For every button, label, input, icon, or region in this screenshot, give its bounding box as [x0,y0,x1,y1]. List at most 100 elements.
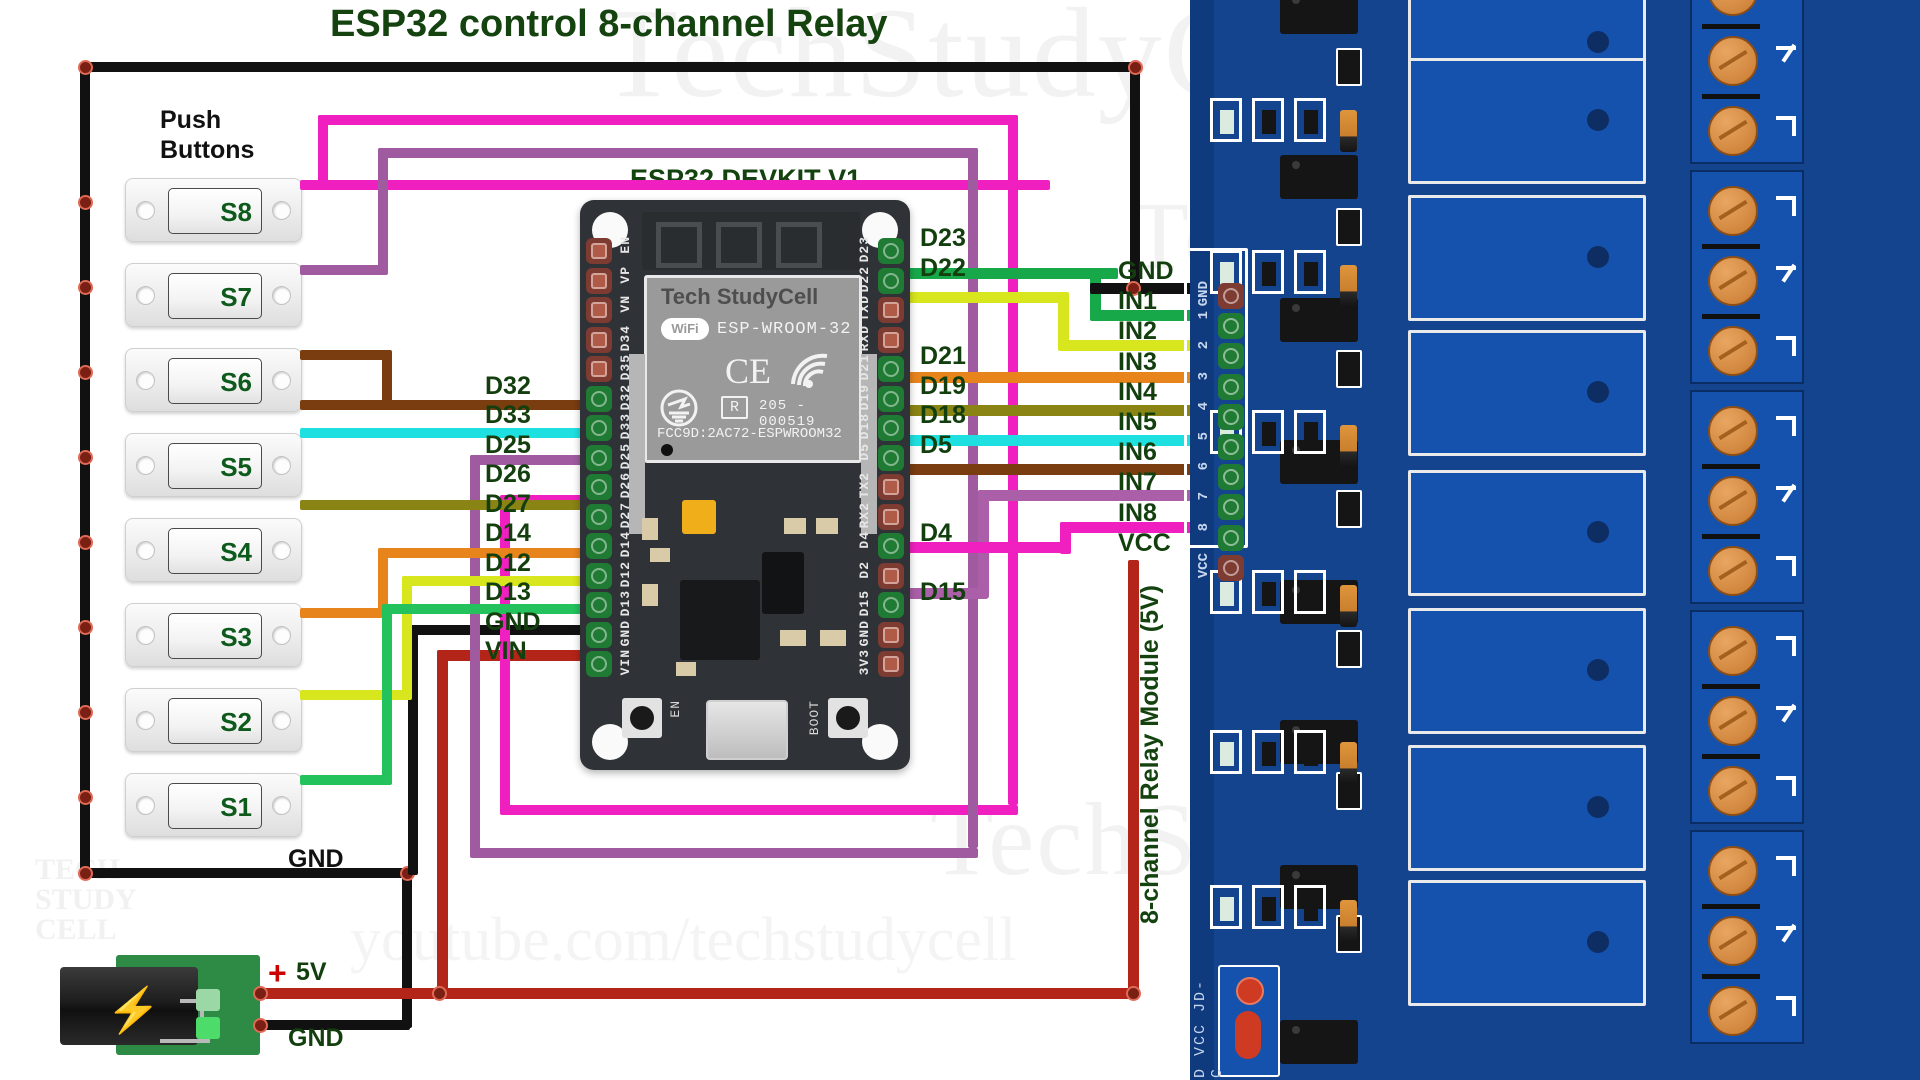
pin-hole [883,331,899,348]
esp32-devkit-board[interactable]: Tech StudyCell WiFi ESP-WROOM-32 CE R 20… [580,200,910,770]
jd-vcc-jumper-header[interactable] [1218,965,1280,1077]
terminal-screw[interactable] [1708,106,1758,156]
terminal-screw[interactable] [1708,916,1758,966]
terminal-screw[interactable] [1708,256,1758,306]
esp32-pin-vn[interactable] [586,297,612,323]
push-button-s4[interactable]: S4 [125,518,302,582]
push-button-s8[interactable]: S8 [125,178,302,242]
push-button-s3[interactable]: S3 [125,603,302,667]
screw-terminal-4[interactable] [1690,610,1804,824]
esp32-pin-d4[interactable] [878,533,904,559]
push-button-s5[interactable]: S5 [125,433,302,497]
rocker-s5[interactable]: S5 [168,443,262,489]
esp32-pin-3v3[interactable] [878,651,904,677]
esp32-pin-d35[interactable] [586,356,612,382]
pin-hole [591,449,607,466]
terminal-screw[interactable] [1708,0,1758,16]
esp32-pin-d2[interactable] [878,562,904,589]
terminal-screw[interactable] [1708,186,1758,236]
terminal-screw[interactable] [1708,766,1758,816]
esp32-pin-d15[interactable] [878,592,904,618]
relay-pin-in5[interactable] [1218,434,1244,460]
en-button[interactable] [622,698,662,738]
terminal-screw[interactable] [1708,476,1758,526]
esp32-pin-d12[interactable] [586,562,612,589]
push-button-s1[interactable]: S1 [125,773,302,837]
pin-callout-d27: D27 [485,489,531,518]
esp32-pin-d22[interactable] [878,267,904,294]
esp32-pin-tx2[interactable] [878,474,904,500]
terminal-screw[interactable] [1708,36,1758,86]
esp32-pin-en[interactable] [586,238,612,264]
rocker-s7[interactable]: S7 [168,273,262,319]
terminal-nc-marker-icon [1770,556,1796,582]
jumper-cap[interactable] [1235,1011,1261,1059]
relay-pin-in1[interactable] [1218,313,1244,340]
terminal-screw[interactable] [1708,546,1758,596]
esp32-pin-d5[interactable] [878,444,904,471]
esp32-pin-rx2[interactable] [878,503,904,530]
pin-hole [883,479,899,495]
esp32-pin-d26[interactable] [586,474,612,500]
esp32-pin-gnd[interactable] [878,621,904,648]
push-button-s7[interactable]: S7 [125,263,302,327]
screw-terminal-2[interactable] [1690,170,1804,384]
pin-hole [591,272,607,289]
esp32-pin-d33[interactable] [586,415,612,441]
psu-trace-3 [160,1039,210,1043]
esp32-pin-d19[interactable] [878,385,904,412]
esp32-pin-d25[interactable] [586,444,612,471]
esp32-pin-rxd[interactable] [878,326,904,353]
mount-hole-left [136,541,155,560]
screw-terminal-5[interactable] [1690,830,1804,1044]
relay-module-board[interactable]: GND VCC JD-VCC [1184,0,1920,1080]
rocker-s3[interactable]: S3 [168,613,262,659]
terminal-screw[interactable] [1708,626,1758,676]
esp32-pin-vp[interactable] [586,267,612,294]
esp32-pin-d27[interactable] [586,503,612,530]
wire-s8-d26-h3 [500,805,1018,815]
wire-d18-in5 [888,435,1220,446]
power-supply-adapter[interactable]: ⚡ [60,955,260,1055]
esp32-pin-vin[interactable] [586,651,612,677]
rocker-s8[interactable]: S8 [168,188,262,234]
relay-pin-in8[interactable] [1218,524,1244,551]
relay-pin-in3[interactable] [1218,373,1244,400]
rocker-s6[interactable]: S6 [168,358,262,404]
screw-terminal-3[interactable] [1690,390,1804,604]
esp32-pin-txd[interactable] [878,297,904,323]
jumper-pad[interactable] [1236,977,1264,1005]
rocker-s4[interactable]: S4 [168,528,262,574]
node-gnd-left-bottom [78,866,93,881]
terminal-screw[interactable] [1708,326,1758,376]
esp32-pin-d18[interactable] [878,415,904,441]
esp32-pin-gnd[interactable] [586,621,612,648]
rocker-s2[interactable]: S2 [168,698,262,744]
relay-pin-gnd[interactable] [1218,283,1244,309]
screw-terminal-1[interactable] [1690,0,1804,164]
esp32-pin-d32[interactable] [586,385,612,412]
terminal-screw[interactable] [1708,986,1758,1036]
rocker-s1[interactable]: S1 [168,783,262,829]
esp32-pin-d34[interactable] [586,326,612,353]
boot-button[interactable] [828,698,868,738]
mount-hole-left [136,201,155,220]
esp32-silk-d14: D14 [618,531,633,558]
relay-pin-in7[interactable] [1218,494,1244,521]
terminal-screw[interactable] [1708,406,1758,456]
wire-s4-d27-h1 [300,500,600,510]
relay-pin-in6[interactable] [1218,464,1244,491]
relay-pin-vcc[interactable] [1218,554,1244,581]
relay-pin-in2[interactable] [1218,343,1244,370]
push-button-s2[interactable]: S2 [125,688,302,752]
esp32-pin-d21[interactable] [878,356,904,382]
micro-usb-connector[interactable] [706,700,788,760]
esp32-pin-d13[interactable] [586,592,612,618]
esp32-silk-vin: VIN [618,649,633,676]
esp32-pin-d14[interactable] [586,533,612,559]
terminal-screw[interactable] [1708,696,1758,746]
push-button-s6[interactable]: S6 [125,348,302,412]
relay-pin-in4[interactable] [1218,403,1244,430]
terminal-screw[interactable] [1708,846,1758,896]
esp32-pin-d23[interactable] [878,238,904,264]
